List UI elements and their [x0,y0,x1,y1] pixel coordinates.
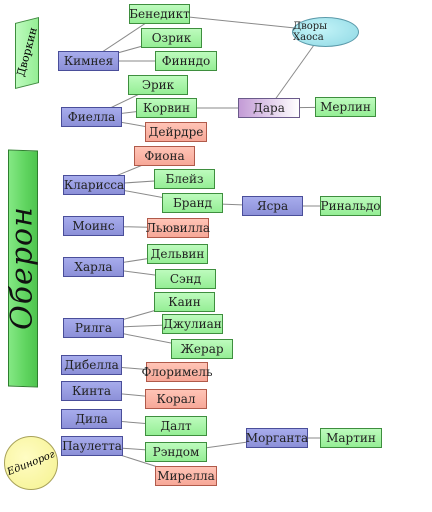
node-rinaldo: Ринальдо [320,196,381,216]
node-martin: Мартин [320,428,382,448]
node-klarissa: Кларисса [63,175,125,195]
node-dara: Дара [238,98,300,118]
node-kain-label: Каин [168,295,201,309]
node-kain: Каин [154,292,215,312]
node-benedict: Бенедикт [129,4,190,24]
node-kharla: Харла [63,257,124,277]
node-dalt: Далт [145,416,207,436]
node-fiella-label: Фиелла [67,110,116,124]
node-pauletta-label: Паулетта [62,439,122,453]
node-martin-label: Мартин [326,431,376,445]
node-ozrik: Озрик [141,28,202,48]
node-ozrik-label: Озрик [151,31,192,45]
node-rendom: Рэндом [145,442,207,462]
node-blez: Блейз [154,169,215,189]
node-zherar-label: Жерар [180,342,224,356]
node-zherar: Жерар [171,339,233,359]
node-deirdre: Дейрдре [145,122,207,142]
node-lyuvilla: Льювилла [145,218,211,238]
node-koral-label: Корал [156,392,196,406]
node-merlin: Мерлин [315,97,376,117]
node-send: Сэнд [155,269,216,289]
node-dila-label: Дила [75,412,108,426]
node-kimneya-label: Кимнея [63,54,114,68]
node-julian-label: Джулиан [163,317,222,331]
node-blez-label: Блейз [165,172,204,186]
node-deirdre-label: Дейрдре [148,125,204,139]
node-morganta: Морганта [246,428,308,448]
node-delvin: Дельвин [147,244,208,264]
node-mirella-label: Мирелла [157,469,215,483]
node-merlin-label: Мерлин [320,100,371,114]
node-unicorn: Единорог [4,436,58,490]
node-korvin: Корвин [136,98,197,118]
node-finndo-label: Финндо [161,54,211,68]
node-erik: Эрик [128,75,188,95]
node-korvin-label: Корвин [143,101,190,115]
node-brand-label: Бранд [172,196,213,210]
node-moins-label: Моинс [72,219,115,233]
node-kinta: Кинта [61,381,122,401]
node-kimneya: Кимнея [58,51,119,71]
node-lyuvilla-label: Льювилла [145,221,211,235]
node-klarissa-label: Кларисса [63,178,125,192]
node-rendom-label: Рэндом [152,445,200,459]
node-kharla-label: Харла [74,260,113,274]
node-morganta-label: Морганта [245,431,309,445]
node-unicorn-label: Единорог [5,448,57,478]
node-florimel-label: Флоримель [141,365,213,379]
node-oberon-label: Оберон [4,205,40,330]
node-rilga: Рилга [63,318,124,338]
node-fiona-label: Фиона [144,149,185,163]
node-benedict-label: Бенедикт [129,7,190,21]
node-dibella: Дибелла [61,355,122,375]
node-rinaldo-label: Ринальдо [320,199,381,213]
node-dibella-label: Дибелла [64,358,119,372]
node-koral: Корал [145,389,207,409]
node-kinta-label: Кинта [71,384,112,398]
node-dvorkin: Дворкин [6,17,48,89]
node-courts-of-chaos: Дворы Хаоса [292,17,359,47]
node-florimel: Флоримель [141,362,213,382]
node-fiona: Фиона [134,146,195,166]
node-pauletta: Паулетта [61,436,123,456]
node-mirella: Мирелла [155,466,217,486]
node-fiella: Фиелла [61,107,122,127]
node-yasra-label: Ясра [256,199,289,213]
node-yasra: Ясра [242,196,303,216]
node-finndo: Финндо [155,51,217,71]
node-courts-of-chaos-label: Дворы Хаоса [293,21,328,43]
node-dalt-label: Далт [160,419,192,433]
node-brand: Бранд [162,193,223,213]
node-dila: Дила [61,409,122,429]
node-julian: Джулиан [162,314,223,334]
node-rilga-label: Рилга [74,321,113,335]
node-dara-label: Дара [253,101,285,115]
node-delvin-label: Дельвин [150,247,205,261]
node-oberon: Оберон [4,149,40,388]
node-erik-label: Эрик [141,78,175,92]
node-moins: Моинс [63,216,124,236]
node-send-label: Сэнд [169,272,202,286]
